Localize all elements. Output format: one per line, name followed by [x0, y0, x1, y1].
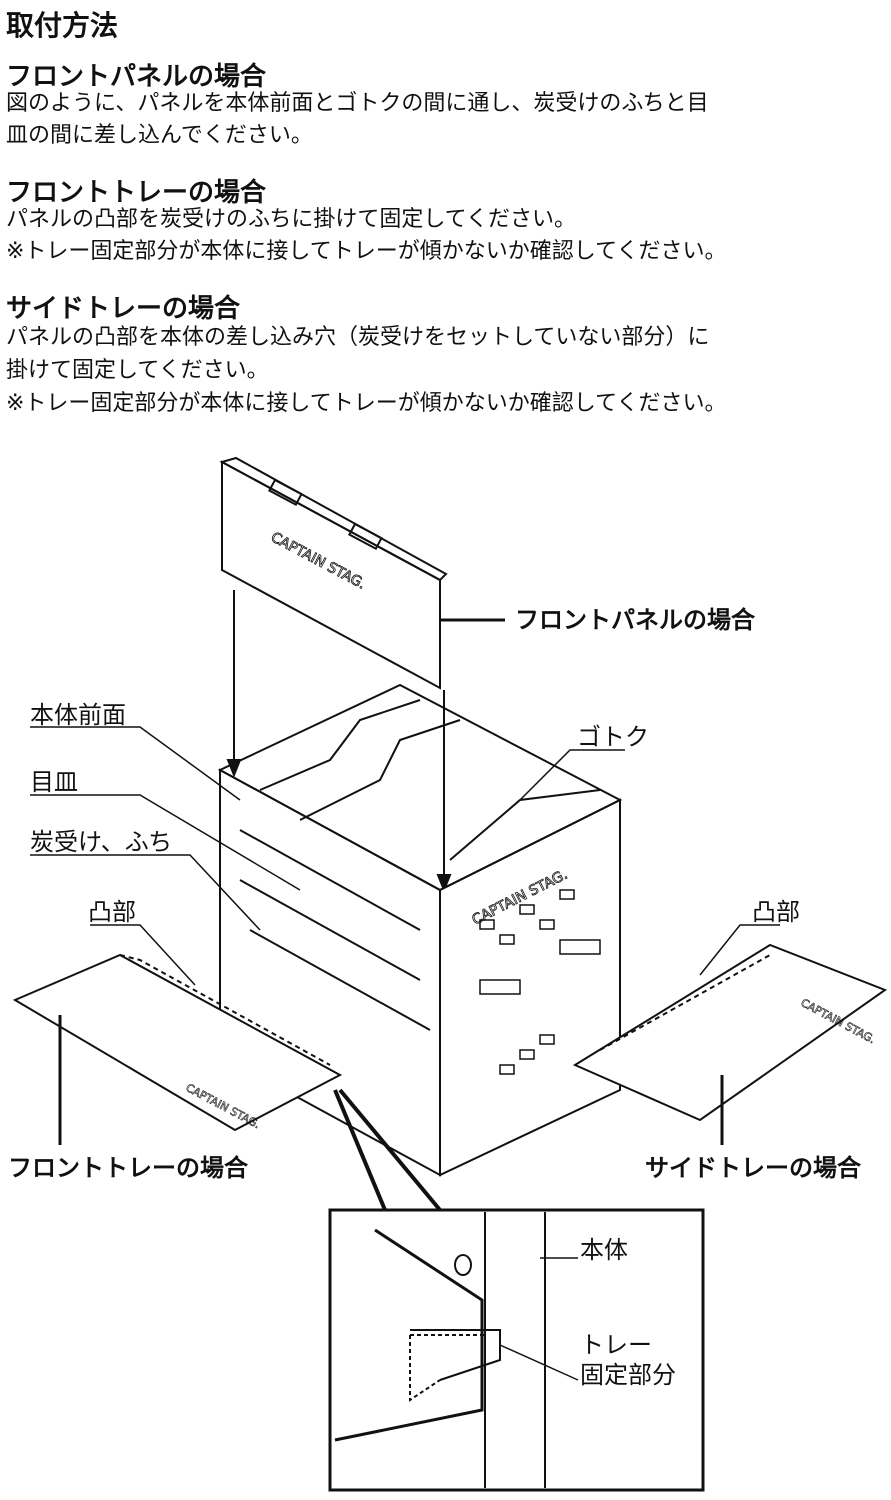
label-gotoku: ゴトク: [577, 723, 649, 751]
label-totsubu-left: 凸部: [88, 898, 136, 926]
section-heading-front-tray: フロントトレーの場合: [6, 178, 267, 208]
stove-body-drawing: CAPTAIN STAG.: [217, 683, 623, 1177]
section-text: ※トレー固定部分が本体に接してトレーが傾かないか確認してください。: [6, 239, 727, 264]
front-panel-drawing: CAPTAIN STAG.: [219, 456, 505, 690]
section-text: ※トレー固定部分が本体に接してトレーが傾かないか確認してください。: [6, 391, 727, 416]
section-heading-side-tray: サイドトレーの場合: [6, 294, 241, 324]
label-side-tray: サイドトレーの場合: [645, 1154, 861, 1182]
label-front-panel: フロントパネルの場合: [515, 606, 755, 634]
label-tray-fix-2: 固定部分: [580, 1361, 676, 1389]
label-body-front: 本体前面: [30, 701, 126, 729]
label-hontai: 本体: [580, 1236, 628, 1264]
label-sumiuke: 炭受け、ふち: [30, 828, 173, 856]
section-text: パネルの凸部を炭受けのふちに掛けて固定してください。: [6, 207, 577, 232]
section-text: 図のように、パネルを本体前面とゴトクの間に通し、炭受けのふちと目: [6, 91, 709, 116]
side-tray-drawing: CAPTAIN STAG.: [572, 943, 888, 1145]
front-tray-drawing: CAPTAIN STAG.: [12, 953, 343, 1145]
detail-inset: [328, 1208, 705, 1492]
section-heading-front-panel: フロントパネルの場合: [6, 62, 267, 92]
section-text: 掛けて固定してください。: [6, 358, 269, 383]
section-text: 皿の間に差し込んでください。: [6, 123, 313, 148]
label-front-tray: フロントトレーの場合: [8, 1154, 248, 1182]
page-title: 取付方法: [6, 9, 119, 42]
label-mezara: 目皿: [30, 768, 78, 796]
section-text: パネルの凸部を本体の差し込み穴（炭受けをセットしていない部分）に: [6, 325, 710, 350]
label-totsubu-right: 凸部: [752, 898, 800, 926]
label-tray-fix-1: トレー: [580, 1331, 652, 1359]
